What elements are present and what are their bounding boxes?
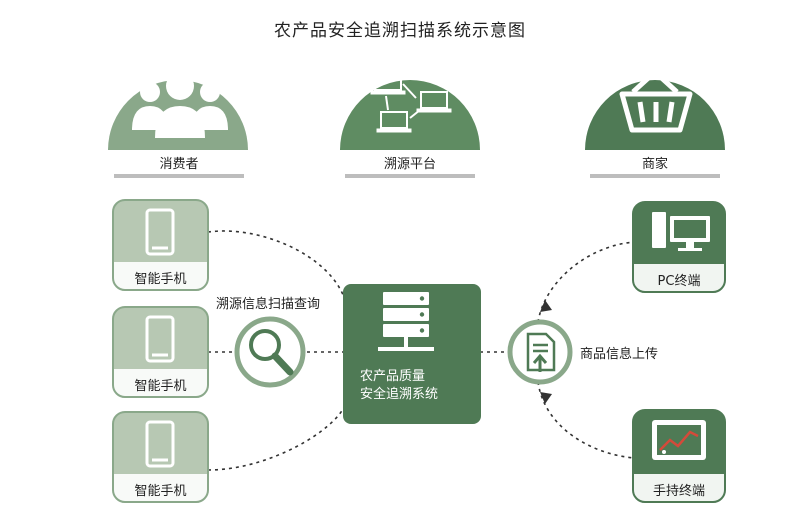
phone-card-2 — [112, 306, 209, 398]
smartphone-icon — [145, 420, 175, 468]
handheld-card — [632, 409, 726, 503]
scan-query-label: 溯源信息扫描查询 — [216, 297, 321, 312]
merchant-label: 商家 — [641, 157, 668, 172]
pc-card — [632, 201, 726, 293]
tablet-icon — [652, 420, 706, 460]
upload-node — [507, 319, 573, 385]
handheld-card-label: 手持终端 — [652, 484, 705, 499]
center-system-line1: 农产品质量 — [360, 369, 426, 384]
phone-card-1-label: 智能手机 — [134, 272, 187, 287]
phone-card-3 — [112, 411, 209, 503]
scan-node — [234, 316, 306, 388]
consumer-label: 消费者 — [159, 157, 199, 172]
phone-card-1 — [112, 199, 209, 291]
upload-label: 商品信息上传 — [580, 347, 659, 362]
upload-arrowhead-top — [540, 300, 552, 312]
server-icon — [378, 292, 434, 351]
network-icon — [370, 73, 452, 133]
smartphone-icon — [145, 315, 175, 363]
phone-card-3-label: 智能手机 — [134, 484, 187, 499]
smartphone-icon — [145, 208, 175, 256]
desktop-icon — [652, 212, 710, 251]
left-connector-bottom — [207, 404, 346, 471]
platform-label: 溯源平台 — [383, 157, 436, 172]
center-system-line2: 安全追溯系统 — [360, 387, 439, 402]
center-system-label: 农产品质量 安全追溯系统 — [360, 368, 438, 404]
platform-dome — [340, 73, 480, 178]
diagram-title: 农产品安全追溯扫描系统示意图 — [274, 21, 526, 41]
phone-card-2-label: 智能手机 — [134, 379, 187, 394]
document-upload-icon — [526, 332, 556, 372]
upload-arrowhead-bottom — [540, 392, 552, 404]
basket-icon — [619, 70, 693, 133]
merchant-dome — [585, 70, 725, 178]
magnifier-icon — [249, 329, 294, 376]
pc-card-label: PC终端 — [657, 274, 701, 289]
people-icon — [132, 72, 228, 138]
right-connector-bottom — [537, 381, 636, 459]
center-system-box — [343, 284, 481, 424]
right-connector-top — [537, 241, 636, 323]
consumer-dome — [108, 72, 248, 178]
left-connector-top — [207, 230, 346, 301]
